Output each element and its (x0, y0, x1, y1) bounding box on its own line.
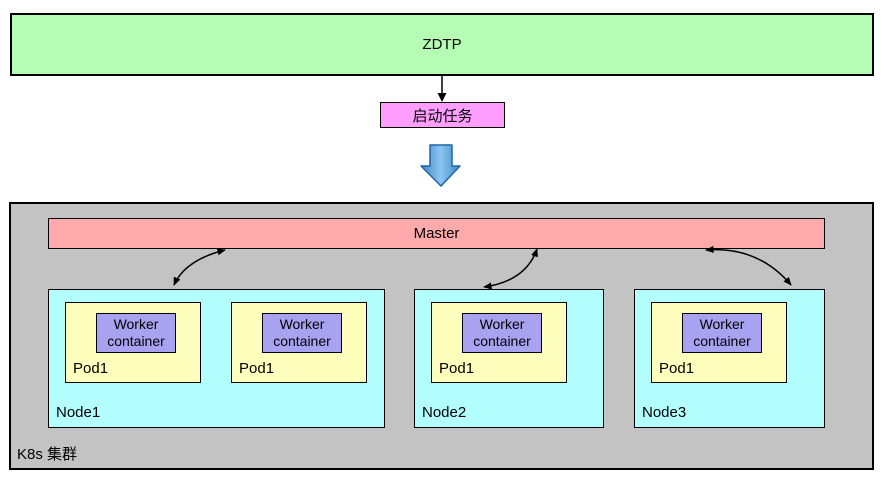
k8s-cluster-box: Master Worker container Pod1 (9, 202, 874, 470)
worker-container-box: Worker container (682, 313, 762, 353)
pod-box: Worker container Pod1 (231, 302, 367, 383)
zdtp-box: ZDTP (10, 13, 874, 76)
down-block-arrow-icon (420, 144, 461, 187)
node-box-node1: Worker container Pod1 Worker container P… (48, 289, 385, 428)
master-bar: Master (48, 218, 825, 249)
worker-container-label: Worker container (693, 316, 751, 349)
zdtp-to-task-arrow (437, 75, 447, 102)
node-label: Node1 (56, 404, 101, 421)
worker-container-label: Worker container (273, 316, 331, 349)
pod-label: Pod1 (73, 360, 109, 377)
worker-container-box: Worker container (262, 313, 342, 353)
connector-master-node1 (173, 248, 226, 286)
node-box-node2: Worker container Pod1 Node2 (414, 289, 604, 428)
zdtp-label: ZDTP (422, 36, 462, 53)
connector-master-node3 (705, 245, 792, 286)
start-task-label: 启动任务 (412, 107, 473, 125)
master-label: Master (413, 225, 460, 242)
pod-box: Worker container Pod1 (65, 302, 201, 383)
worker-container-label: Worker container (107, 316, 165, 349)
node-label: Node3 (642, 404, 687, 421)
node-label: Node2 (422, 404, 467, 421)
connector-master-node2 (483, 248, 538, 290)
worker-container-label: Worker container (473, 316, 531, 349)
pod-box: Worker container Pod1 (651, 302, 787, 383)
worker-container-box: Worker container (462, 313, 542, 353)
worker-container-box: Worker container (96, 313, 176, 353)
pod-label: Pod1 (239, 360, 275, 377)
start-task-box: 启动任务 (380, 102, 505, 128)
pod-box: Worker container Pod1 (431, 302, 567, 383)
cluster-label: K8s 集群 (17, 446, 78, 463)
pod-label: Pod1 (659, 360, 695, 377)
node-box-node3: Worker container Pod1 Node3 (634, 289, 825, 428)
pod-label: Pod1 (439, 360, 475, 377)
